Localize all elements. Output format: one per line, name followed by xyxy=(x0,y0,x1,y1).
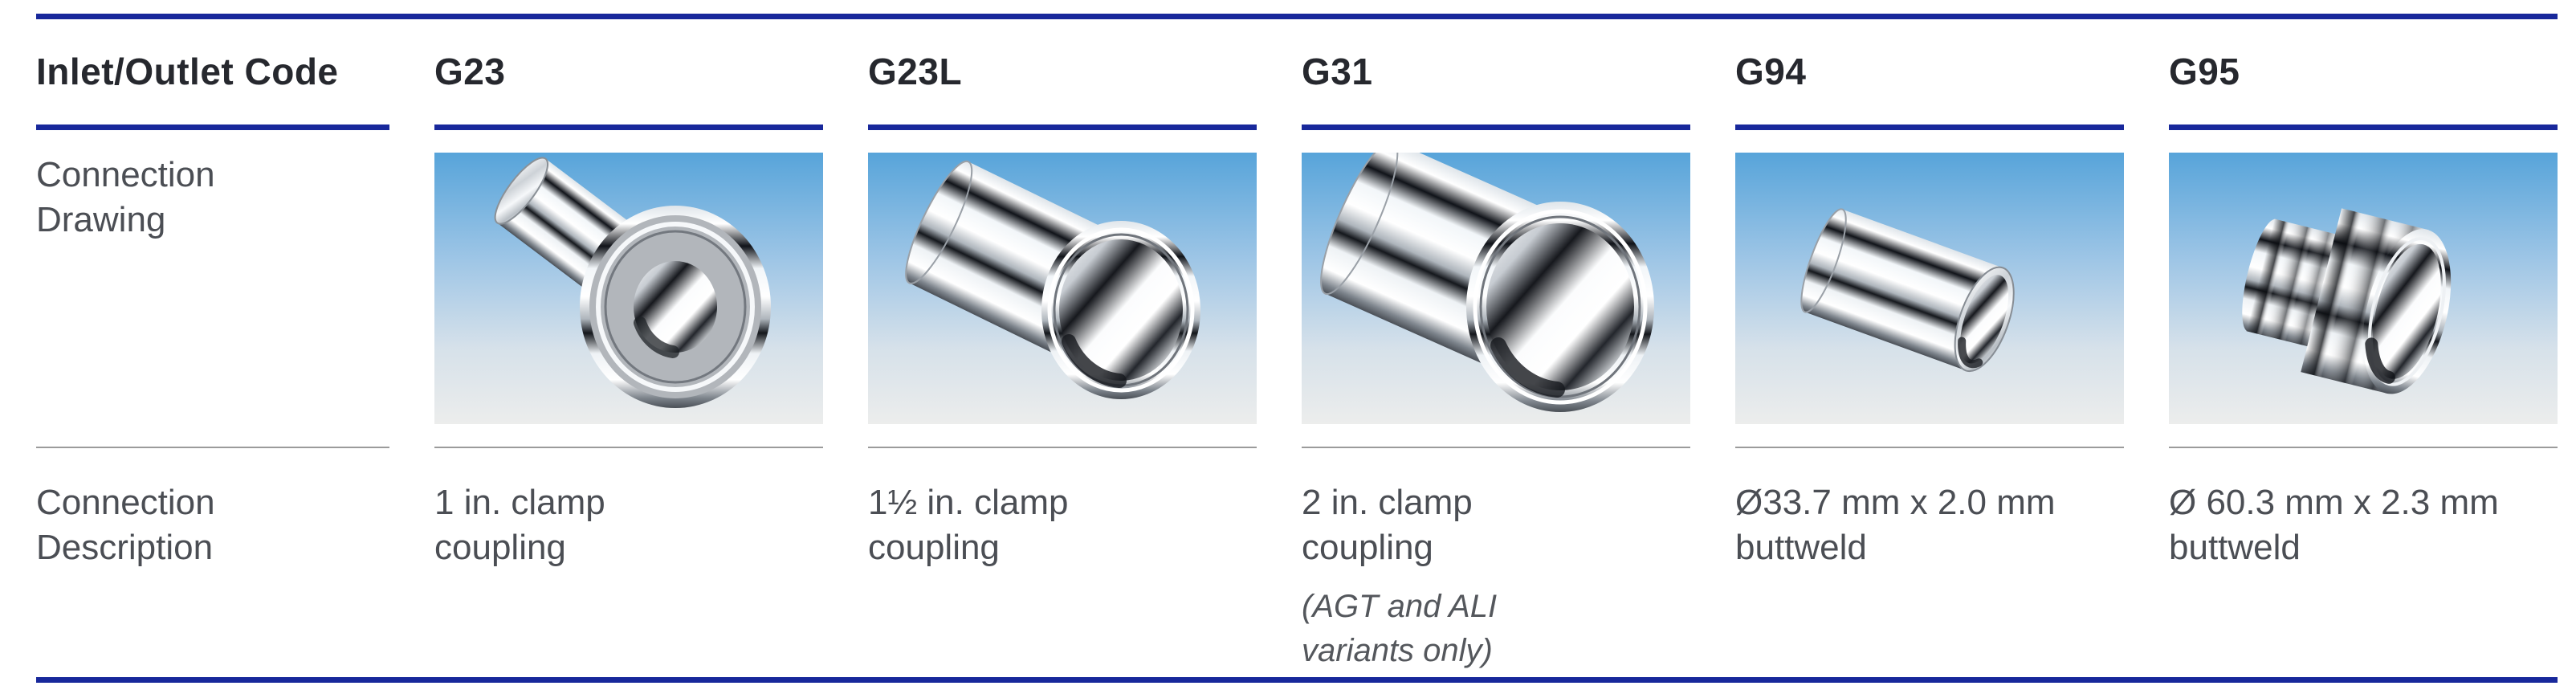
clamp-ferrule-large-illustration xyxy=(1320,153,1654,412)
drawing-cell-g23 xyxy=(434,130,823,448)
description-line: buttweld xyxy=(1735,528,1867,567)
connection-description-row: Connection Description 1 in. clamp coupl… xyxy=(36,448,2558,677)
description-cell-g23l: 1½ in. clamp coupling xyxy=(868,448,1257,677)
row-label-line: Drawing xyxy=(36,200,166,239)
code-header-g31: G31 xyxy=(1302,19,1690,130)
drawing-cell-g23l xyxy=(868,130,1257,448)
description-line: coupling xyxy=(434,528,566,567)
row-label-line: Description xyxy=(36,528,214,567)
description-cell-g31: 2 in. clamp coupling (AGT and ALI varian… xyxy=(1302,448,1690,677)
buttweld-tube-bead-illustration xyxy=(2242,208,2452,394)
variant-note-line: variants only) xyxy=(1302,633,1493,668)
g23-connection-drawing xyxy=(434,153,823,424)
connection-drawing-row: Connection Drawing xyxy=(36,130,2558,448)
description-line: 1½ in. clamp xyxy=(868,483,1069,522)
connection-description: 2 in. clamp coupling xyxy=(1302,480,1690,570)
connection-description: Ø33.7 mm x 2.0 mm buttweld xyxy=(1735,480,2124,570)
drawing-cell-g31 xyxy=(1302,130,1690,448)
connection-description: 1½ in. clamp coupling xyxy=(868,480,1257,570)
g94-connection-drawing xyxy=(1735,153,2124,424)
code-header-g94: G94 xyxy=(1735,19,2124,130)
row-label-line: Connection xyxy=(36,155,215,194)
code-header-g95: G95 xyxy=(2169,19,2558,130)
connection-codes-table: Inlet/Outlet Code G23 G23L G31 G94 G95 C… xyxy=(36,14,2558,683)
clamp-ferrule-medium-illustration xyxy=(905,160,1200,399)
description-line: Ø33.7 mm x 2.0 mm xyxy=(1735,483,2056,522)
description-cell-g95: Ø 60.3 mm x 2.3 mm buttweld xyxy=(2169,448,2558,677)
drawing-cell-g95 xyxy=(2169,130,2558,448)
row-label-connection-description: Connection Description xyxy=(36,448,389,677)
row-label-inlet-outlet-code: Inlet/Outlet Code xyxy=(36,19,389,130)
g95-connection-drawing xyxy=(2169,153,2558,424)
code-header-g23: G23 xyxy=(434,19,823,130)
description-cell-g23: 1 in. clamp coupling xyxy=(434,448,823,677)
connection-description: Ø 60.3 mm x 2.3 mm buttweld xyxy=(2169,480,2558,570)
drawing-cell-g94 xyxy=(1735,130,2124,448)
g31-connection-drawing xyxy=(1302,153,1690,424)
clamp-ferrule-small-illustration xyxy=(494,157,771,408)
variant-note-line: (AGT and ALI xyxy=(1302,589,1498,624)
description-line: Ø 60.3 mm x 2.3 mm xyxy=(2169,483,2499,522)
description-line: 1 in. clamp xyxy=(434,483,605,522)
connection-description: 1 in. clamp coupling xyxy=(434,480,823,570)
g23l-connection-drawing xyxy=(868,153,1257,424)
variant-note: (AGT and ALI variants only) xyxy=(1302,585,1690,673)
row-label-line: Connection xyxy=(36,483,215,522)
description-line: 2 in. clamp xyxy=(1302,483,1473,522)
table-top-rule xyxy=(36,14,2558,19)
header-row: Inlet/Outlet Code G23 G23L G31 G94 G95 xyxy=(36,19,2558,130)
code-header-g23l: G23L xyxy=(868,19,1257,130)
description-line: coupling xyxy=(1302,528,1433,567)
description-line: coupling xyxy=(868,528,1000,567)
row-label-connection-drawing: Connection Drawing xyxy=(36,130,389,448)
description-cell-g94: Ø33.7 mm x 2.0 mm buttweld xyxy=(1735,448,2124,677)
description-line: buttweld xyxy=(2169,528,2301,567)
table-bottom-rule xyxy=(36,677,2558,683)
buttweld-tube-illustration xyxy=(1800,208,2015,373)
